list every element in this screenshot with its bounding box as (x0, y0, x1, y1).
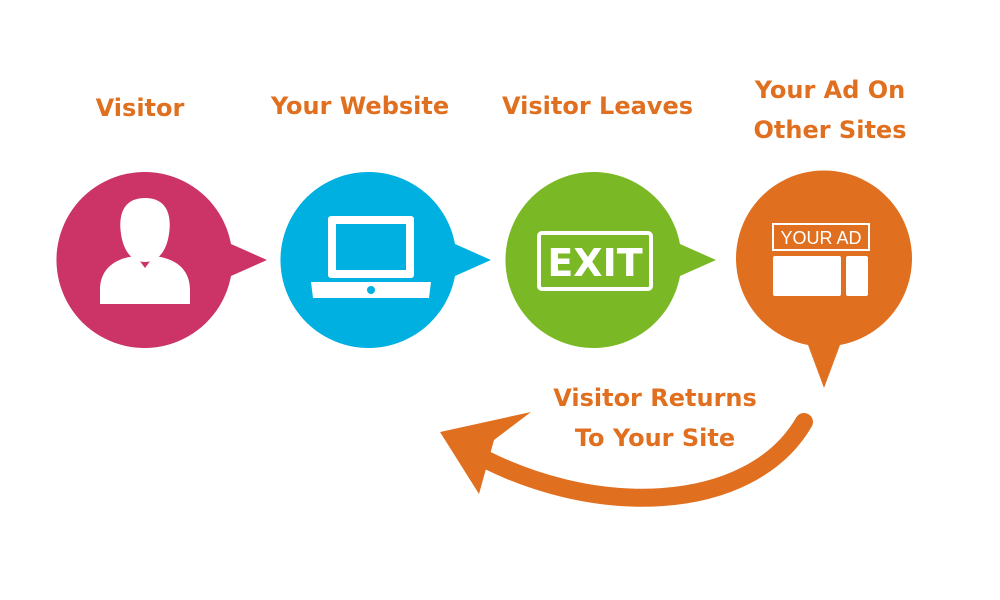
step-visitor-leaves: EXIT (505, 172, 716, 348)
step-label-your-ad: Your Ad On Other Sites (725, 70, 935, 150)
step-label-your-ad-line-2: Other Sites (753, 116, 907, 144)
laptop-icon (311, 216, 431, 298)
return-arrow-head (440, 412, 531, 494)
step-label-visitor-leaves: Visitor Leaves (501, 92, 693, 120)
return-label-line-1: Visitor Returns (553, 384, 757, 412)
return-label-line-2: To Your Site (574, 424, 736, 452)
step-your-ad: YOUR AD (735, 170, 912, 388)
step-your-website (280, 172, 491, 348)
person-icon (100, 198, 190, 304)
step-visitor (56, 172, 268, 348)
step-label-your-website: Your Website (270, 92, 450, 120)
your-ad-text: YOUR AD (780, 228, 861, 248)
return-arrow-shaft (459, 413, 813, 507)
step-label-visitor: Visitor (95, 94, 185, 122)
exit-sign-icon: EXIT (537, 231, 653, 291)
step-label-your-ad-line-1: Your Ad On (754, 76, 906, 104)
exit-sign-text: EXIT (547, 241, 642, 285)
leaves-bubble (505, 172, 716, 348)
return-label: Visitor Returns To Your Site (545, 378, 765, 458)
return-arrow (440, 412, 813, 507)
ad-layout-icon: YOUR AD (772, 223, 870, 296)
